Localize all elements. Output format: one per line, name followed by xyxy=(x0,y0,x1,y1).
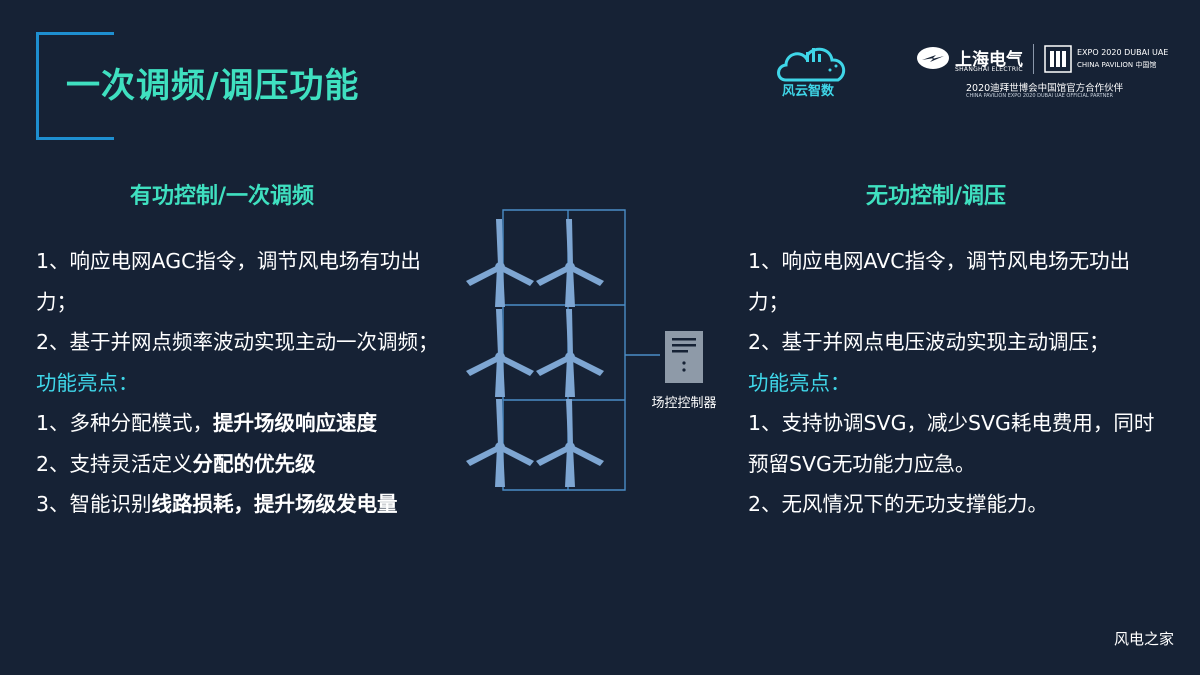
controller-icon xyxy=(665,331,703,383)
right-list: 1、响应电网AVC指令，调节风电场无功出力； 2、基于并网点电压波动实现主动调压… xyxy=(748,241,1168,525)
shanghai-electric-logo-icon xyxy=(917,47,949,69)
left-highlight-2-bold: 分配的优先级 xyxy=(192,451,316,476)
left-highlight-1-text: 1、多种分配模式， xyxy=(36,411,214,435)
right-item-2: 2、基于并网点电压波动实现主动调压； xyxy=(748,330,1110,354)
right-highlight-2: 2、无风情况下的无功支撑能力。 xyxy=(748,492,1049,516)
partner-chinese: 2020迪拜世博会中国馆官方合作伙伴 xyxy=(966,83,1124,94)
turbine-icon xyxy=(536,399,604,487)
partner-english: CHINA PAVILION EXPO 2020 DUBAI UAE OFFIC… xyxy=(966,93,1113,99)
left-item-1: 1、响应电网AGC指令，调节风电场有功出力； xyxy=(36,249,421,314)
right-column-title: 无功控制/调压 xyxy=(866,184,1007,209)
wind-farm-diagram: 场控控制器 xyxy=(466,209,717,491)
left-column-title: 有功控制/一次调频 xyxy=(130,184,315,209)
turbine-icon xyxy=(536,219,604,307)
turbine-icon xyxy=(466,399,534,487)
expo-line2: CHINA PAVILION 中国馆 xyxy=(1077,61,1157,69)
left-highlight-2-text: 2、支持灵活定义 xyxy=(36,451,193,476)
left-highlight-1-bold: 提升场级响应速度 xyxy=(213,411,378,435)
turbine-icon xyxy=(536,309,604,397)
china-pavilion-logo-icon xyxy=(1044,45,1072,73)
left-highlights-label: 功能亮点： xyxy=(36,370,139,395)
left-item-2: 2、基于并网点频率波动实现主动一次调频； xyxy=(36,330,439,354)
footer-watermark: 风电之家 xyxy=(1113,630,1174,648)
left-list: 1、响应电网AGC指令，调节风电场有功出力； 2、基于并网点频率波动实现主动一次… xyxy=(36,241,446,525)
fengyun-cloud-logo-icon xyxy=(777,47,846,82)
turbine-icon xyxy=(466,219,534,307)
expo-line1: EXPO 2020 DUBAI UAE xyxy=(1077,48,1169,57)
fengyun-logo-text: 风云智数 xyxy=(782,84,835,99)
title-bracket xyxy=(36,32,114,140)
right-highlight-1: 1、支持协调SVG，减少SVG耗电费用，同时预留SVG无功能力应急。 xyxy=(748,411,1155,476)
left-highlight-3: 3、智能识别线路损耗，提升场级发电量 xyxy=(36,484,446,525)
controller-label: 场控控制器 xyxy=(651,396,716,411)
turbine-icon xyxy=(466,309,534,397)
left-highlight-3-text: 3、智能识别 xyxy=(36,492,152,516)
left-highlight-2: 2、支持灵活定义分配的优先级 xyxy=(36,444,446,485)
right-highlights-label: 功能亮点： xyxy=(748,370,851,395)
page-title: 一次调频/调压功能 xyxy=(66,66,360,106)
shanghai-electric-name: 上海电气 xyxy=(955,50,1023,70)
right-item-1: 1、响应电网AVC指令，调节风电场无功出力； xyxy=(748,249,1131,314)
left-highlight-1: 1、多种分配模式，提升场级响应速度 xyxy=(36,403,446,444)
logo-divider xyxy=(1033,44,1034,74)
left-highlight-3-bold: 线路损耗，提升场级发电量 xyxy=(151,492,398,516)
shanghai-electric-english: SHANGHAI ELECTRIC xyxy=(955,66,1023,73)
